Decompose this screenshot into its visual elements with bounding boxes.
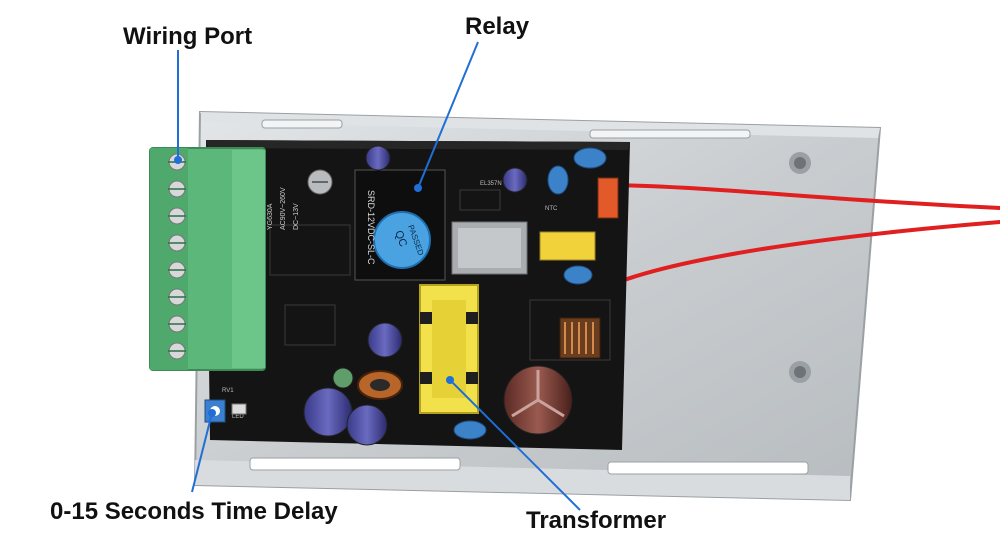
svg-text:RV1: RV1: [222, 388, 234, 394]
large-capacitor: [503, 365, 573, 435]
toroid-coil: [357, 370, 403, 400]
fuse: [597, 177, 619, 219]
label-transformer: Transformer: [526, 507, 667, 534]
yellow-capacitor: [539, 231, 596, 261]
relay: QC PASSED SRD-12VDC-SL-C: [354, 169, 446, 281]
silkscreen-labels: EL357N NTC RV1 LED: [222, 181, 558, 420]
callout-dots: [174, 156, 454, 417]
svg-text:YG630A: YG630A: [267, 203, 274, 230]
capacitors: [303, 145, 528, 446]
callout-transformer: [449, 379, 581, 511]
callout-time-delay: [191, 412, 213, 493]
board-screw: [307, 169, 333, 195]
svg-text:AC90V~260V: AC90V~260V: [280, 187, 287, 230]
label-relay: Relay: [465, 13, 530, 40]
callout-relay: [417, 41, 479, 189]
callout-lines: [177, 41, 581, 511]
label-time-delay: 0-15 Seconds Time Delay: [50, 498, 338, 525]
terminal-block: [149, 147, 266, 371]
svg-text:DC~13V: DC~13V: [293, 203, 300, 230]
qc-sticker: [373, 211, 431, 269]
transformer: [419, 284, 479, 414]
label-wiring-port: Wiring Port: [123, 23, 253, 50]
svg-text:EL357N: EL357N: [480, 181, 502, 187]
blue-capacitors: [453, 147, 607, 440]
qc-sticker-text: QC: [392, 229, 409, 249]
relay-model-text: SRD-12VDC-SL-C: [366, 190, 376, 265]
svg-text:NTC: NTC: [545, 206, 558, 212]
power-module-markings: YG630A AC90V~260V DC~13V: [267, 187, 300, 230]
svg-text:LED: LED: [232, 414, 244, 420]
inductor-coil: [559, 317, 601, 359]
